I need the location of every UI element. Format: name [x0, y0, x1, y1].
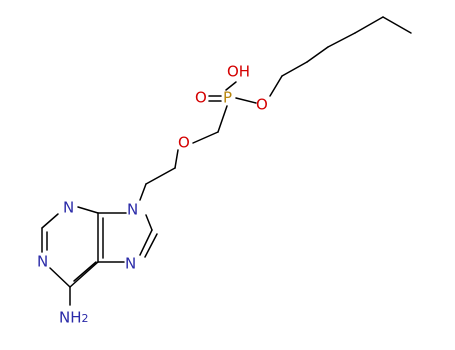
- bond-n1-c6: [49, 267, 71, 288]
- nitrogen-n1-label: N: [37, 253, 48, 271]
- phosphonate-bonds: [192, 81, 257, 144]
- atom-labels: OH P O O O N N N N NH2: [37, 63, 268, 327]
- ethyl-linker: [139, 149, 179, 201]
- bond-p-oester: [235, 97, 257, 104]
- amino-group-label: NH2: [59, 309, 89, 327]
- amino-main-label: NH: [59, 309, 82, 327]
- hexyl-chain: [269, 16, 412, 97]
- bond-c8-n7-double: [144, 233, 158, 258]
- bond-hexyl-2: [354, 16, 384, 34]
- nitrogen-n7-label: N: [125, 255, 136, 273]
- bond-n9-c8: [145, 214, 153, 231]
- bond-hexyl-3: [327, 32, 356, 48]
- oxygen-ester-label: O: [256, 96, 268, 114]
- bond-c8-n7: [139, 229, 153, 256]
- bond-n3-c2: [41, 213, 59, 229]
- bond-c6-c5-double: [73, 261, 97, 282]
- bond-c6-c5: [69, 261, 99, 288]
- purine-ring-bonds: [41, 206, 158, 306]
- nitrogen-n3-label: N: [63, 199, 74, 217]
- bond-c4-n3: [77, 206, 99, 214]
- oxygen-double-label: O: [195, 89, 207, 107]
- bond-p-oh: [225, 81, 237, 91]
- bond-hexyl-4: [306, 46, 329, 63]
- phosphorus-label: P: [223, 89, 232, 107]
- bond-ch2-oether: [192, 131, 219, 144]
- bond-oether-c: [174, 149, 179, 169]
- bond-hexyl-6: [269, 75, 283, 97]
- bond-p-ch2: [217, 105, 228, 133]
- amino-subscript-label: 2: [82, 312, 89, 325]
- bond-hexyl-1: [382, 16, 412, 34]
- nitrogen-n9-label: N: [127, 201, 138, 219]
- bond-hexyl-5: [281, 61, 308, 77]
- oxygen-ether-label: O: [178, 134, 190, 152]
- bond-c-n9: [139, 183, 147, 201]
- bond-c-c: [145, 167, 176, 185]
- hydroxyl-label: OH: [227, 63, 250, 81]
